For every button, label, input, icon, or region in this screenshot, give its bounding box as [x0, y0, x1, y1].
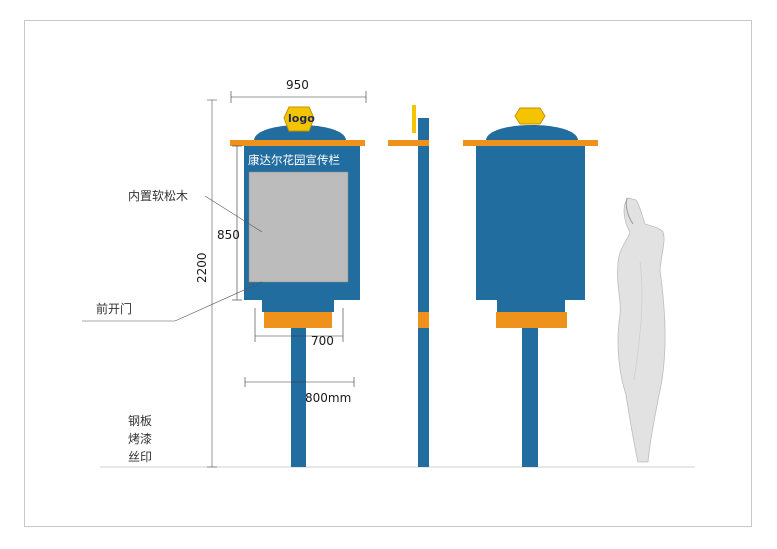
dim-total-height — [207, 99, 217, 468]
side-base-plate — [418, 312, 429, 328]
rear-cabinet — [476, 146, 585, 300]
dim-top-width-label: 950 — [286, 78, 309, 92]
note-door-label: 前开门 — [96, 301, 132, 316]
rear-base-plate — [496, 312, 567, 328]
rear-dome — [486, 125, 578, 140]
logo-text: logo — [288, 112, 315, 125]
side-view — [388, 105, 429, 467]
rear-logo-badge — [514, 107, 546, 125]
material-line-3: 丝印 — [128, 450, 152, 464]
front-dome — [254, 125, 346, 140]
dim-base-width-label: 800mm — [305, 391, 351, 405]
dim-top-width — [230, 91, 367, 103]
material-line-2: 烤漆 — [128, 431, 152, 446]
dim-bottom-width-label: 700 — [311, 334, 334, 348]
side-logo-edge — [412, 105, 416, 133]
rear-lower-neck — [497, 300, 565, 312]
dim-total-height-label: 2200 — [195, 252, 209, 283]
dim-board-height — [232, 145, 242, 301]
rear-roof-bar — [463, 140, 598, 146]
logo-badge — [283, 106, 315, 132]
rear-view — [463, 107, 598, 467]
drawing-frame — [24, 20, 752, 527]
dim-bottom-width — [254, 308, 344, 342]
rear-post — [522, 328, 538, 467]
note-cork-leader — [204, 195, 263, 233]
front-roof-bar — [230, 140, 365, 146]
front-lower-neck — [262, 300, 334, 312]
board-title: 康达尔花园宣传栏 — [248, 153, 340, 167]
dim-board-height-label: 850 — [217, 228, 240, 242]
cork-panel — [248, 171, 349, 283]
front-post — [291, 328, 306, 467]
human-scale-figure — [617, 197, 666, 463]
side-post — [418, 118, 429, 467]
note-cork-label: 内置软松木 — [128, 189, 188, 203]
front-base-plate — [264, 312, 332, 328]
front-view: 康达尔花园宣传栏 logo — [230, 106, 365, 467]
dim-base-width — [244, 377, 355, 387]
note-door-leader-2 — [174, 281, 263, 322]
material-line-1: 钢板 — [128, 414, 152, 428]
side-roof-bar — [388, 140, 429, 146]
